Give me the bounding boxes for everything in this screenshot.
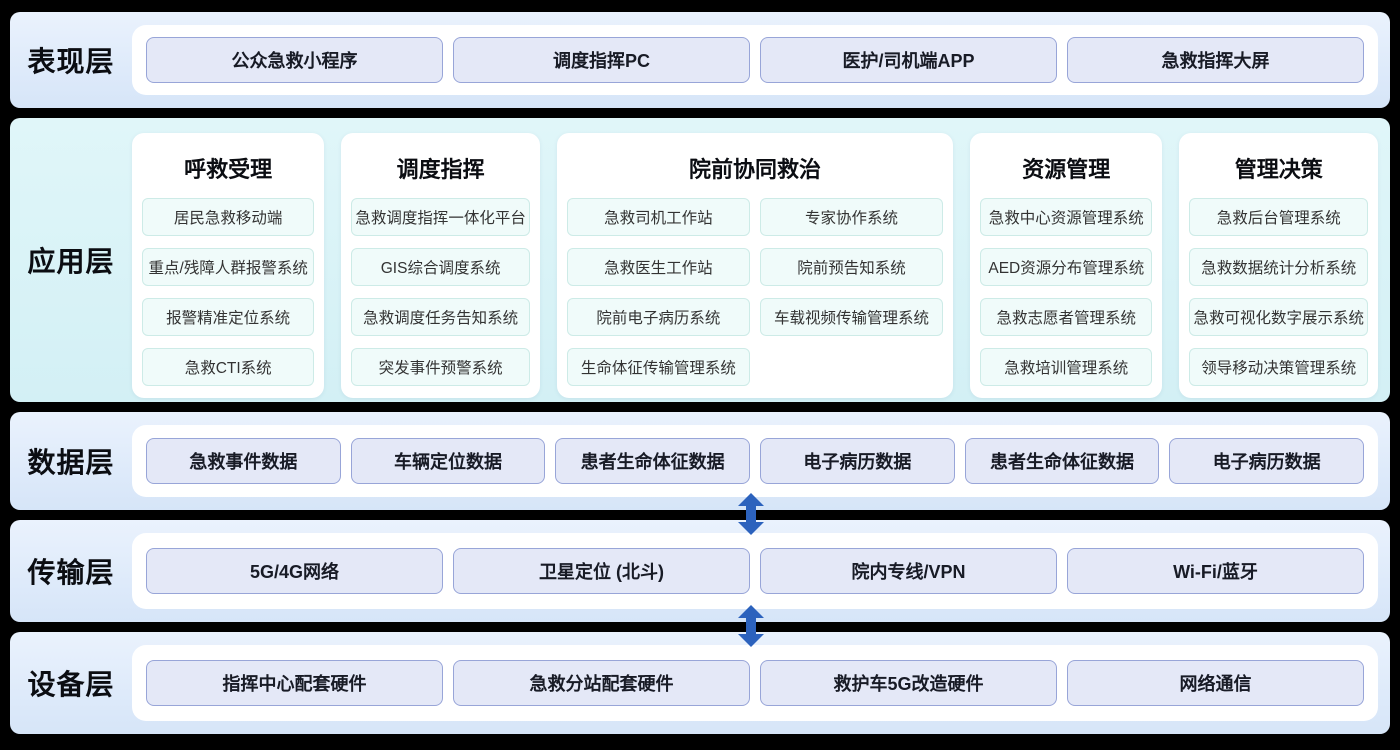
data-box: 患者生命体征数据 (964, 438, 1160, 484)
double-arrow-icon (737, 605, 765, 647)
app-item: 领导移动决策管理系统 (1189, 348, 1368, 386)
layer-transport-panel: 5G/4G网络 卫星定位 (北斗) 院内专线/VPN Wi-Fi/蓝牙 (132, 533, 1378, 609)
app-item: 重点/残障人群报警系统 (142, 248, 315, 286)
layer-data: 数据层 急救事件数据 车辆定位数据 患者生命体征数据 电子病历数据 患者生命体征… (10, 412, 1390, 510)
app-item: 急救调度任务告知系统 (351, 298, 530, 336)
device-box: 指挥中心配套硬件 (146, 660, 443, 706)
app-card-title: 管理决策 (1234, 157, 1323, 182)
presentation-box: 调度指挥PC (453, 37, 750, 83)
app-card-management-decision: 管理决策 急救后台管理系统 急救数据统计分析系统 急救可视化数字展示系统 领导移… (1179, 133, 1378, 398)
app-item: 生命体征传输管理系统 (566, 348, 750, 386)
device-box: 急救分站配套硬件 (453, 660, 750, 706)
app-item: 报警精准定位系统 (142, 298, 315, 336)
app-item: 专家协作系统 (759, 198, 944, 236)
layer-transport-label: 传输层 (27, 557, 115, 588)
data-box: 急救事件数据 (146, 438, 341, 484)
data-box: 电子病历数据 (760, 438, 955, 484)
app-card-dispatch-command: 调度指挥 急救调度指挥一体化平台 GIS综合调度系统 急救调度任务告知系统 突发… (341, 133, 540, 398)
app-item: 急救CTI系统 (142, 348, 315, 386)
app-item: 急救后台管理系统 (1189, 198, 1368, 236)
layer-application-label: 应用层 (27, 246, 115, 277)
transport-box: Wi-Fi/蓝牙 (1067, 548, 1364, 594)
app-card-title: 调度指挥 (396, 157, 485, 182)
app-item: 急救医生工作站 (566, 248, 750, 286)
device-box: 网络通信 (1067, 660, 1364, 706)
app-item: 居民急救移动端 (142, 198, 315, 236)
app-item: 院前预告知系统 (759, 248, 944, 286)
app-item: 车载视频传输管理系统 (759, 298, 944, 336)
layer-data-panel: 急救事件数据 车辆定位数据 患者生命体征数据 电子病历数据 患者生命体征数据 电… (132, 425, 1378, 497)
app-card-call-acceptance: 呼救受理 居民急救移动端 重点/残障人群报警系统 报警精准定位系统 急救CTI系… (132, 133, 325, 398)
device-box: 救护车5G改造硬件 (760, 660, 1057, 706)
data-box: 电子病历数据 (1169, 438, 1365, 484)
app-item: 急救志愿者管理系统 (980, 298, 1153, 336)
presentation-box: 公众急救小程序 (146, 37, 443, 83)
app-item: 突发事件预警系统 (351, 348, 530, 386)
presentation-box: 医护/司机端APP (760, 37, 1057, 83)
layer-presentation-label: 表现层 (27, 46, 115, 77)
app-item: 急救培训管理系统 (980, 348, 1153, 386)
app-item: 急救司机工作站 (566, 198, 750, 236)
transport-box: 5G/4G网络 (146, 548, 443, 594)
layer-transport: 传输层 5G/4G网络 卫星定位 (北斗) 院内专线/VPN Wi-Fi/蓝牙 (10, 520, 1390, 622)
app-item: 急救数据统计分析系统 (1189, 248, 1368, 286)
layer-device: 设备层 指挥中心配套硬件 急救分站配套硬件 救护车5G改造硬件 网络通信 (10, 632, 1390, 734)
app-card-resource-management: 资源管理 急救中心资源管理系统 AED资源分布管理系统 急救志愿者管理系统 急救… (970, 133, 1163, 398)
presentation-box: 急救指挥大屏 (1067, 37, 1364, 83)
layer-device-panel: 指挥中心配套硬件 急救分站配套硬件 救护车5G改造硬件 网络通信 (132, 645, 1378, 721)
app-item: GIS综合调度系统 (351, 248, 530, 286)
app-item: AED资源分布管理系统 (980, 248, 1153, 286)
app-card-prehospital-treatment: 院前协同救治 急救司机工作站 专家协作系统 急救医生工作站 院前预告知系统 院前… (556, 133, 954, 398)
layer-data-label: 数据层 (27, 447, 115, 478)
layer-presentation: 表现层 公众急救小程序 调度指挥PC 医护/司机端APP 急救指挥大屏 (10, 12, 1390, 108)
transport-box: 院内专线/VPN (760, 548, 1057, 594)
app-card-title: 呼救受理 (184, 157, 273, 182)
layer-application: 应用层 呼救受理 居民急救移动端 重点/残障人群报警系统 报警精准定位系统 急救… (10, 118, 1390, 402)
app-card-title: 资源管理 (1022, 157, 1111, 182)
layer-presentation-panel: 公众急救小程序 调度指挥PC 医护/司机端APP 急救指挥大屏 (132, 25, 1378, 95)
app-item: 急救调度指挥一体化平台 (351, 198, 530, 236)
app-item: 院前电子病历系统 (566, 298, 750, 336)
data-box: 患者生命体征数据 (555, 438, 751, 484)
app-item: 急救中心资源管理系统 (980, 198, 1153, 236)
app-item: 急救可视化数字展示系统 (1189, 298, 1368, 336)
data-box: 车辆定位数据 (350, 438, 546, 484)
double-arrow-icon (737, 493, 765, 535)
app-card-title: 院前协同救治 (688, 157, 821, 182)
layer-device-label: 设备层 (27, 669, 115, 700)
transport-box: 卫星定位 (北斗) (453, 548, 750, 594)
application-columns: 呼救受理 居民急救移动端 重点/残障人群报警系统 报警精准定位系统 急救CTI系… (132, 133, 1378, 398)
